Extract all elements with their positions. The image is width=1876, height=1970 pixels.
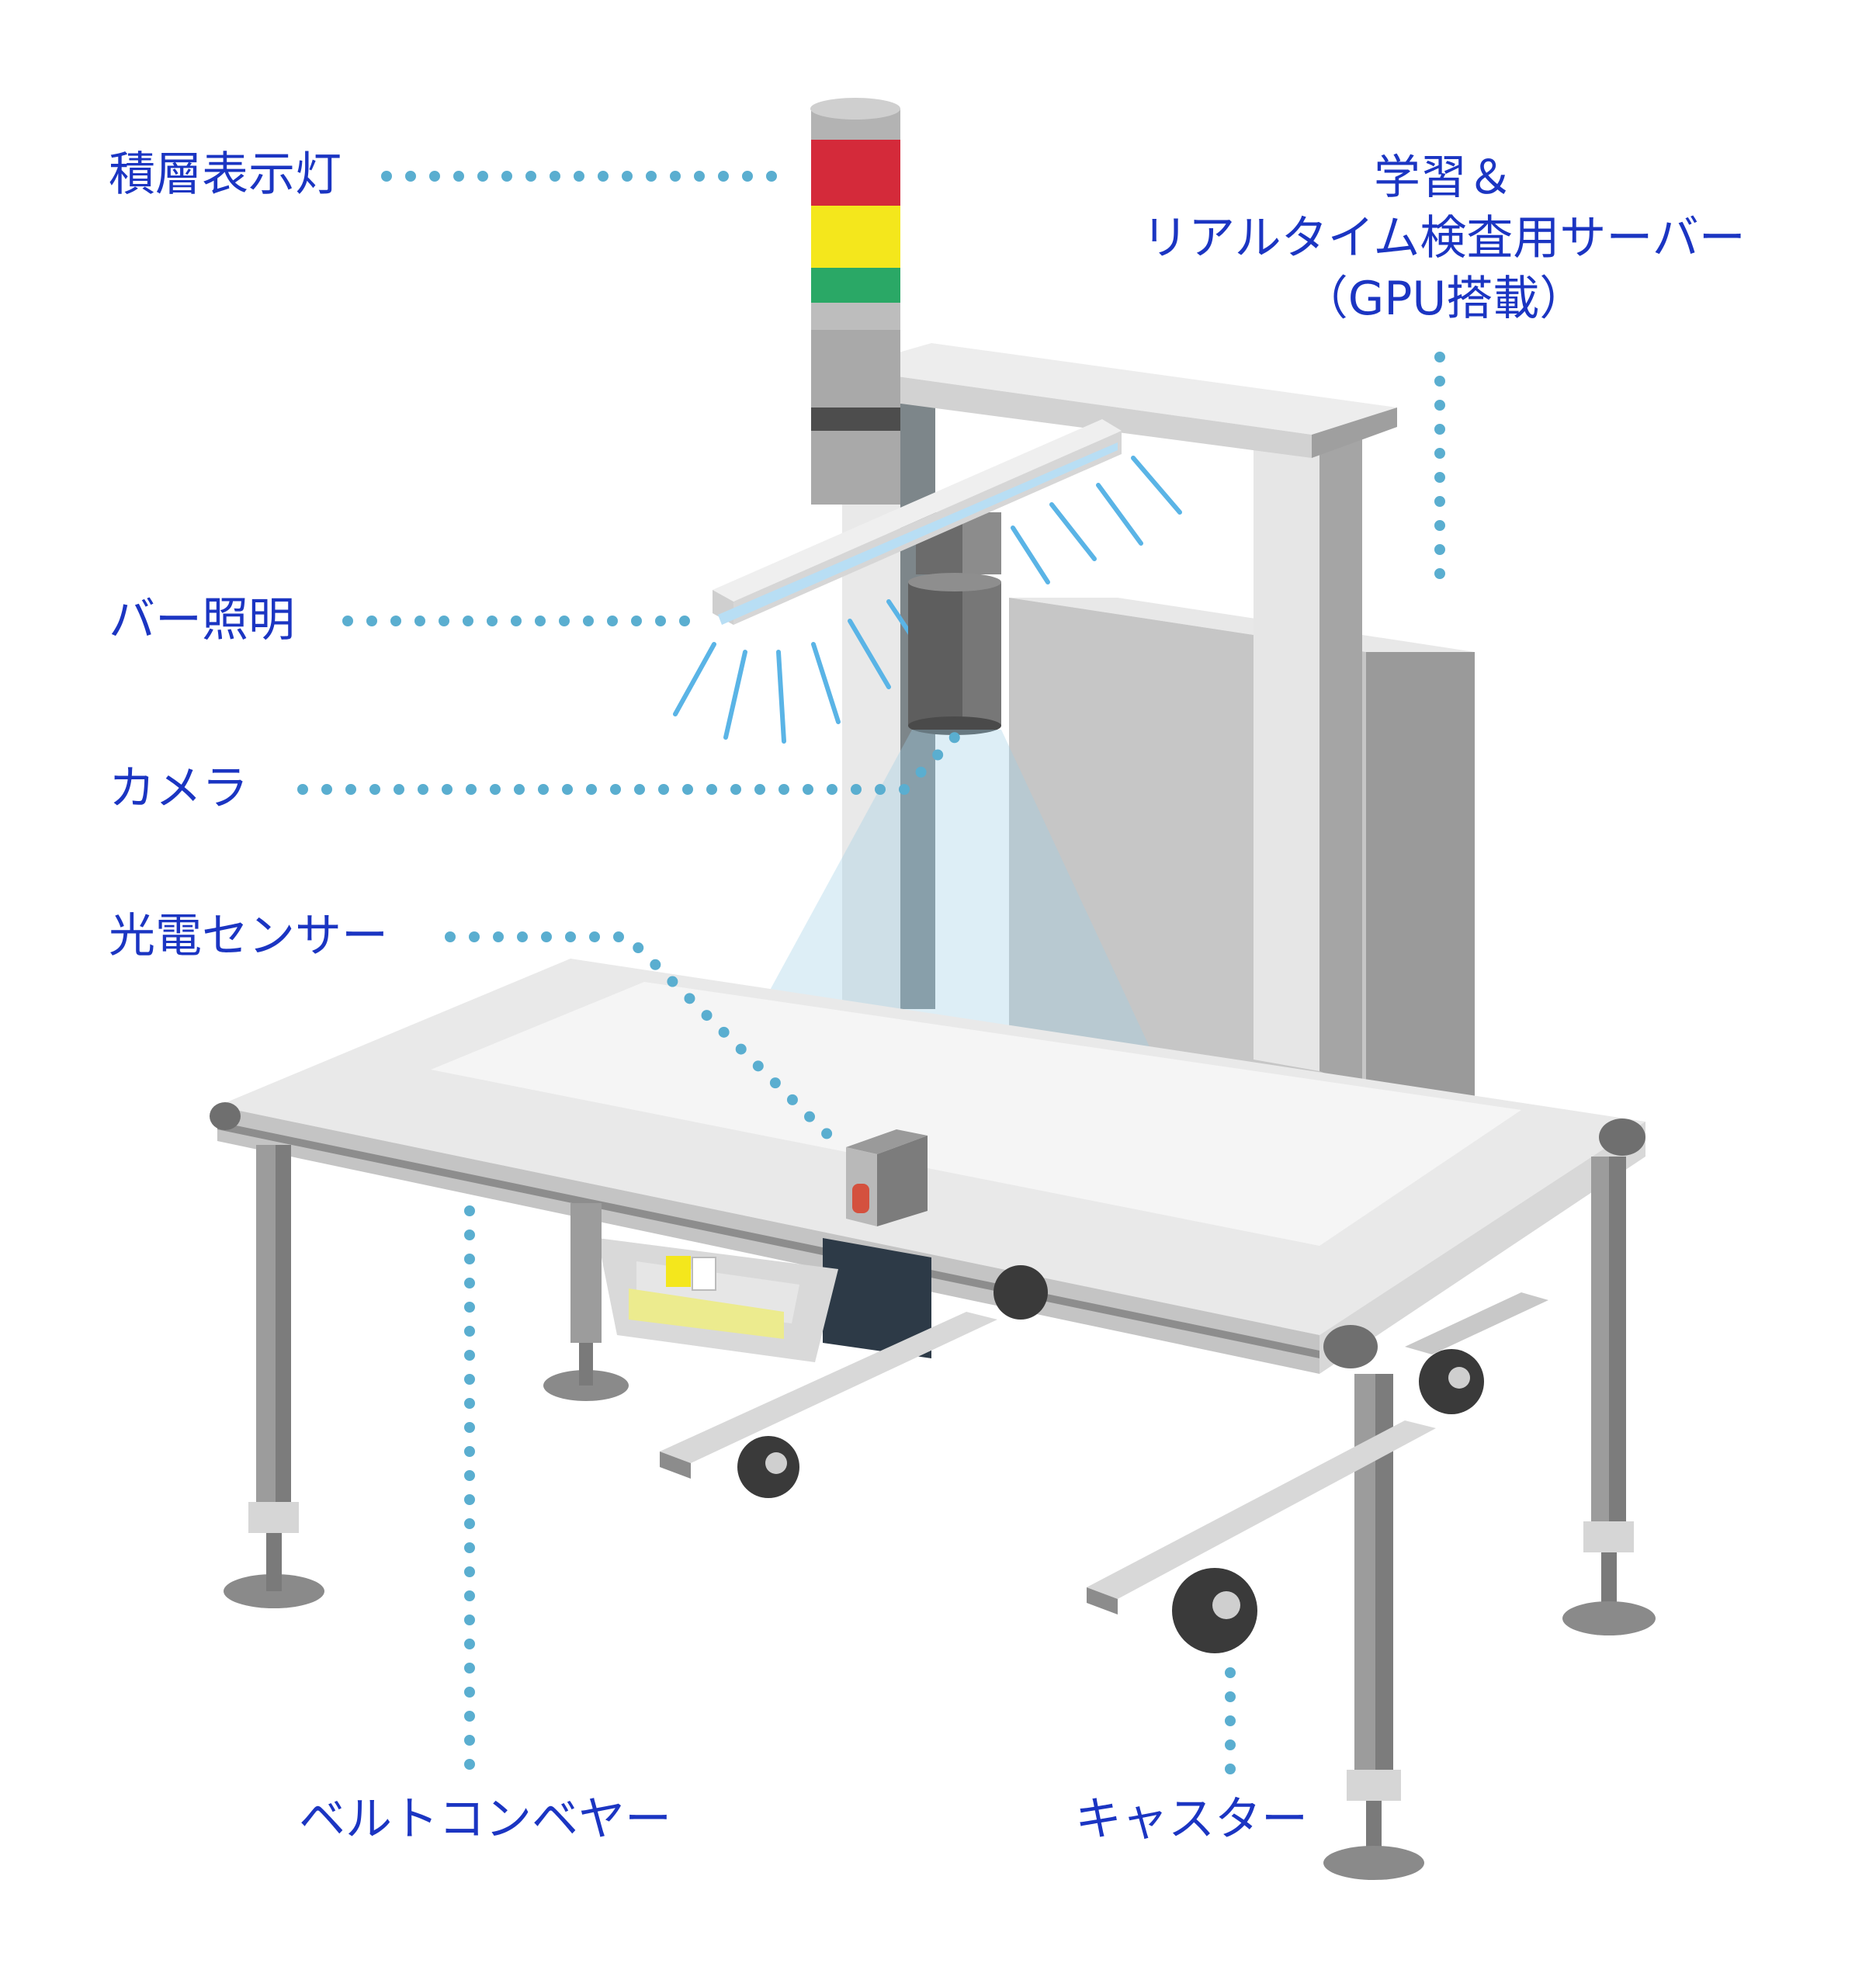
control-indicator-white xyxy=(692,1257,716,1291)
base-rail-side xyxy=(1087,1587,1118,1614)
conveyor-leg-shade xyxy=(276,1145,291,1510)
light-ray xyxy=(673,642,716,716)
stack-light-top xyxy=(810,98,900,120)
leveling-foot xyxy=(1323,1846,1424,1880)
conveyor-roller xyxy=(210,1102,241,1130)
leveling-stem xyxy=(266,1533,282,1591)
photoelectric-sensor xyxy=(846,1129,928,1226)
label-server-line3: （GPU搭載） xyxy=(1301,272,1586,326)
camera-body-side xyxy=(962,582,1001,726)
camera-mount-side xyxy=(962,512,1001,574)
sensor-side xyxy=(877,1136,928,1226)
label-server-line2: リアルタイム検査用サーバー xyxy=(1142,211,1746,265)
light-ray xyxy=(1096,483,1143,546)
stack-light-segment-green xyxy=(811,264,900,303)
top-beam-front xyxy=(842,369,1312,458)
camera xyxy=(908,573,1001,735)
stack-light-band-dark xyxy=(811,408,900,431)
stack-light-segment-yellow xyxy=(811,206,900,268)
label-photo-sensor: 光電センサー xyxy=(109,909,388,963)
label-caster: キャスター xyxy=(1075,1792,1308,1847)
leg-adjuster xyxy=(248,1502,299,1533)
conveyor-legs xyxy=(224,1145,1656,1880)
conveyor-leg xyxy=(570,1203,602,1343)
camera-top xyxy=(908,573,1001,591)
label-conveyor: ベルトコンベヤー xyxy=(299,1792,671,1847)
leg-adjuster xyxy=(1347,1770,1401,1801)
leader-lines xyxy=(297,171,1445,1775)
caster-base xyxy=(660,1265,1548,1653)
control-label-strip xyxy=(629,1288,784,1339)
caster-wheel xyxy=(993,1265,1048,1320)
conveyor-leg-shade xyxy=(1375,1374,1393,1778)
conveyor-roller xyxy=(1323,1325,1378,1368)
top-beam-side xyxy=(1312,408,1397,458)
stack-light-segment-red xyxy=(811,140,900,206)
light-ray xyxy=(1131,456,1182,515)
conveyor-roller xyxy=(1599,1119,1645,1156)
label-server: 学習＆ リアルタイム検査用サーバー （GPU搭載） xyxy=(1094,147,1793,329)
stack-light xyxy=(810,98,900,505)
sensor-top xyxy=(846,1129,928,1154)
camera-lens xyxy=(908,716,1001,735)
caster-hub xyxy=(765,1452,787,1474)
control-indicator-yellow xyxy=(666,1256,691,1287)
label-server-line1: 学習＆ xyxy=(1374,151,1514,205)
sensor-led xyxy=(852,1184,869,1213)
light-ray xyxy=(1049,502,1097,561)
label-bar-light: バー照明 xyxy=(109,593,295,647)
leveling-stem xyxy=(1601,1552,1617,1607)
control-box xyxy=(598,1238,931,1362)
base-rail xyxy=(1405,1292,1548,1354)
leader-camera xyxy=(297,732,960,795)
bar-light xyxy=(713,419,1122,625)
caster-hub xyxy=(1448,1367,1470,1389)
conveyor-leg-shade xyxy=(1609,1157,1626,1529)
top-beam-top xyxy=(842,343,1397,435)
base-rail-side xyxy=(660,1451,691,1479)
light-ray xyxy=(723,650,747,740)
light-ray xyxy=(776,650,786,744)
conveyor-end xyxy=(1319,1122,1645,1374)
light-ray xyxy=(811,642,841,724)
leveling-foot xyxy=(1562,1601,1656,1635)
leveling-stem xyxy=(579,1343,593,1386)
label-stack-light: 積層表示灯 xyxy=(109,147,342,202)
label-camera: カメラ xyxy=(109,761,248,816)
bar-light-top xyxy=(713,419,1122,602)
light-ray xyxy=(1011,525,1050,584)
rear-post-side xyxy=(1319,419,1362,1087)
conveyor-belt-inner xyxy=(431,982,1521,1246)
light-ray xyxy=(848,619,891,689)
caster-hub xyxy=(1212,1591,1240,1619)
stack-light-segment-clear xyxy=(811,299,900,330)
base-rail xyxy=(1087,1420,1436,1599)
control-box-back xyxy=(823,1238,931,1358)
base-rail xyxy=(660,1312,997,1463)
leg-adjuster xyxy=(1583,1521,1634,1552)
server-side xyxy=(1366,652,1475,1102)
rear-post-front xyxy=(1254,435,1319,1071)
leveling-stem xyxy=(1366,1801,1382,1855)
bar-light-glow xyxy=(718,442,1118,625)
